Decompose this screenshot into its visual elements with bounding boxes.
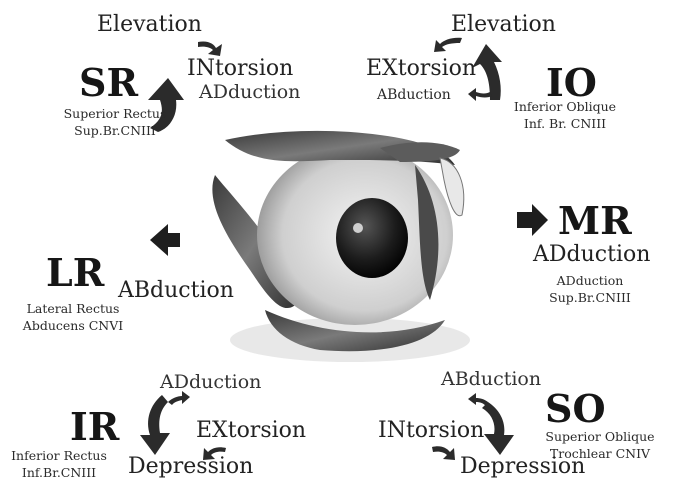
so-primary-action: Depression [460,456,585,478]
so-intorsion-arrow [432,446,455,460]
lr-action: ABduction [118,280,234,302]
io-tertiary-action: ABduction [377,88,451,102]
ir-primary-action: Depression [128,456,253,478]
io-nerve: Inf. Br. CNIII [510,118,620,131]
so-muscle-name: Superior Oblique [540,431,660,444]
lr-nerve: Abducens CNVI [18,320,128,333]
iris-highlight [353,223,363,233]
sr-muscle-name: Superior Rectus [55,108,175,121]
io-primary-action: Elevation [451,14,556,36]
io-muscle-name: Inferior Oblique [510,101,620,114]
mr-action: ADduction [533,244,650,266]
so-abduction-arrow [468,393,488,406]
sr-tertiary-action: ADduction [199,83,300,102]
sr-nerve: Sup.Br.CNIII [55,125,175,138]
lr-abduction-arrow [150,224,180,256]
sr-abbreviation: SR [79,64,138,102]
io-secondary-action: EXtorsion [366,58,476,80]
sr-intorsion-arrow [198,41,222,56]
ir-tertiary-action: ADduction [160,373,261,392]
io-extorsion-arrow [434,38,462,52]
mr-nerve: Sup.Br.CNIII [540,292,640,305]
io-abduction-arrow [468,88,492,101]
ir-muscle-name: Inferior Rectus [4,450,114,463]
so-abbreviation: SO [545,390,606,428]
io-abbreviation: IO [546,64,597,102]
ir-depression-arrow [140,395,170,455]
ir-nerve: Inf.Br.CNIII [4,467,114,480]
sr-primary-action: Elevation [97,14,202,36]
ir-abbreviation: IR [70,408,119,446]
mr-action-2: ADduction [540,275,640,288]
so-depression-arrow [482,402,514,455]
ir-secondary-action: EXtorsion [196,420,306,442]
lr-muscle-name: Lateral Rectus [18,303,128,316]
ir-adduction-arrow [168,391,190,405]
iris [336,198,408,278]
lr-abbreviation: LR [46,254,104,292]
io-elevation-arrow [472,44,502,100]
sr-secondary-action: INtorsion [187,58,293,80]
so-tertiary-action: ABduction [441,370,541,389]
mr-adduction-arrow [517,204,548,236]
so-secondary-action: INtorsion [378,420,484,442]
mr-abbreviation: MR [558,202,632,240]
